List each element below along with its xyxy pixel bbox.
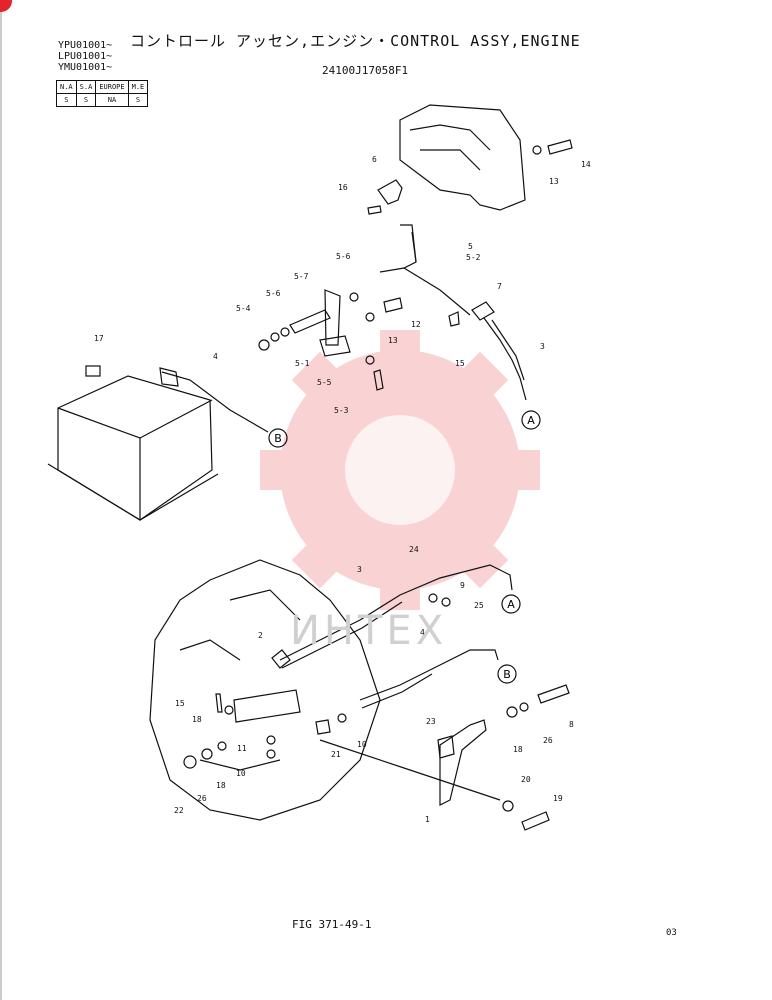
connector-a-upper: A bbox=[521, 410, 541, 430]
scan-edge bbox=[0, 0, 2, 1000]
connector-b-upper: B bbox=[268, 428, 288, 448]
callout: 11 bbox=[237, 744, 247, 753]
callout: 25 bbox=[474, 601, 484, 610]
figure-number: FIG 371-49-1 bbox=[292, 918, 372, 931]
callout: 3 bbox=[357, 565, 362, 574]
callout-labels: 6 16 14 13 5 5-2 5-6 5-7 5-6 5-4 7 12 13… bbox=[94, 155, 591, 824]
callout: 1 bbox=[425, 815, 430, 824]
serial-ymu: YMU01001~ bbox=[58, 62, 113, 73]
callout: 18 bbox=[216, 781, 226, 790]
callout: 15 bbox=[455, 359, 465, 368]
callout: 15 bbox=[175, 699, 185, 708]
callout: 7 bbox=[497, 282, 502, 291]
callout: 20 bbox=[521, 775, 531, 784]
callout: 2 bbox=[258, 631, 263, 640]
callout: 18 bbox=[513, 745, 523, 754]
page-number: 03 bbox=[666, 928, 677, 938]
callout: 10 bbox=[236, 769, 246, 778]
serial-ypu: YPU01001~ bbox=[58, 40, 113, 51]
callout: 5-4 bbox=[236, 304, 251, 313]
market-value-me: S bbox=[127, 93, 149, 107]
callout: 3 bbox=[540, 342, 545, 351]
callout: 23 bbox=[426, 717, 436, 726]
callout: 26 bbox=[543, 736, 553, 745]
callout: 5-6 bbox=[336, 252, 351, 261]
connector-label: A bbox=[507, 598, 515, 611]
callout: 12 bbox=[411, 320, 421, 329]
market-table: N.A S.A EUROPE M.E S S NA S bbox=[56, 80, 149, 107]
connector-label: B bbox=[503, 668, 511, 681]
serial-list: YPU01001~ LPU01001~ YMU01001~ bbox=[58, 40, 112, 73]
callout: 18 bbox=[192, 715, 202, 724]
callout: 16 bbox=[338, 183, 348, 192]
page-title: コントロール アッセン,エンジン・CONTROL ASSY,ENGINE bbox=[130, 32, 581, 50]
market-value-sa: S bbox=[75, 93, 97, 107]
callout: 17 bbox=[94, 334, 104, 343]
serial-lpu: LPU01001~ bbox=[58, 51, 113, 62]
callout: 13 bbox=[388, 336, 398, 345]
part-number: 24100J17058F1 bbox=[322, 64, 409, 77]
callout: 10 bbox=[357, 740, 367, 749]
market-value-europe: NA bbox=[95, 93, 129, 107]
callout: 22 bbox=[174, 806, 184, 815]
market-header-me: M.E bbox=[127, 80, 149, 94]
callout: 5-1 bbox=[295, 359, 310, 368]
callout: 26 bbox=[197, 794, 207, 803]
callout: 4 bbox=[213, 352, 218, 361]
connector-label: B bbox=[274, 432, 282, 445]
callout: 4 bbox=[420, 628, 425, 637]
callout: 5 bbox=[468, 242, 473, 251]
line-art bbox=[47, 104, 573, 831]
callout: 14 bbox=[581, 160, 591, 169]
callout: 5-7 bbox=[294, 272, 309, 281]
callout: 13 bbox=[549, 177, 559, 186]
callout: 6 bbox=[372, 155, 377, 164]
callout: 5-3 bbox=[334, 406, 349, 415]
connector-b-lower: B bbox=[497, 664, 517, 684]
callout: 21 bbox=[331, 750, 341, 759]
callout: 5-2 bbox=[466, 253, 481, 262]
watermark-text: ИНТЕХ bbox=[290, 608, 448, 654]
callout: 5-5 bbox=[317, 378, 332, 387]
callout: 19 bbox=[553, 794, 563, 803]
callout: 24 bbox=[409, 545, 419, 554]
watermark-gear-hole bbox=[345, 415, 455, 525]
callout: 5-6 bbox=[266, 289, 281, 298]
callout: 9 bbox=[460, 581, 465, 590]
connector-a-lower: A bbox=[501, 594, 521, 614]
callout: 8 bbox=[569, 720, 574, 729]
connector-label: A bbox=[527, 414, 535, 427]
